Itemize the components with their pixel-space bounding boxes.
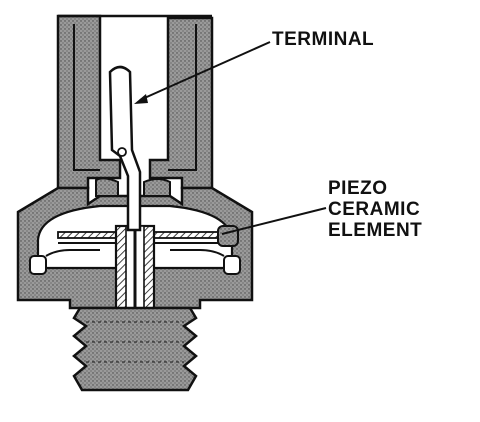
terminal-label: TERMINAL [272, 29, 375, 50]
piezo-label-line-1: PIEZO [328, 178, 388, 199]
terminal-blade [95, 65, 171, 232]
connector-housing [56, 14, 214, 190]
piezo-label-line-3: ELEMENT [328, 220, 423, 241]
piezo-ceramic-element-label: PIEZO CERAMIC ELEMENT [328, 178, 422, 241]
piezo-label-line-2: CERAMIC [328, 199, 421, 220]
threaded-shank [72, 306, 198, 392]
terminal-leader-line [134, 41, 271, 104]
piezo-leader-line [221, 207, 327, 235]
